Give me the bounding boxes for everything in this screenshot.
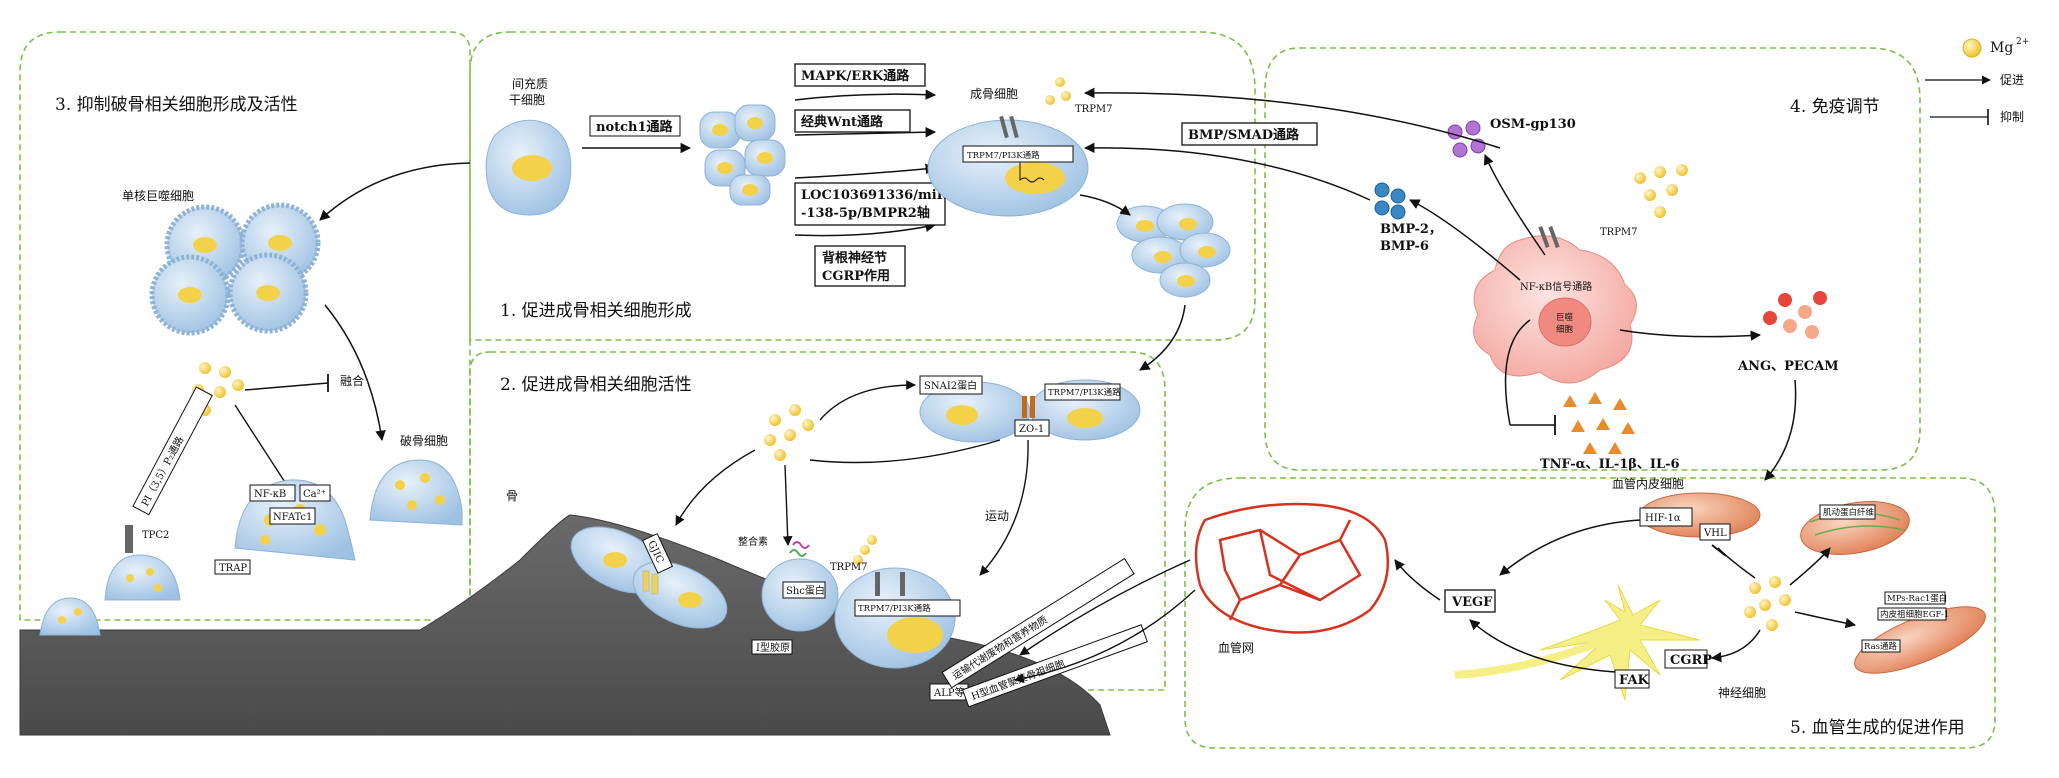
hif-label: HIF-1α [1645, 513, 1681, 524]
monocyte-cluster [149, 202, 321, 336]
notch-label: notch1通路 [596, 119, 674, 135]
rac-label-3: Ras通路 [1864, 641, 1898, 652]
fak-label: FAK [1619, 673, 1650, 688]
msc-label-1: 间充质 [512, 76, 548, 91]
legend: Mg 2+ 促进 抑制 [1925, 37, 2029, 125]
wnt-box [794, 109, 911, 133]
panel-4-border [1264, 47, 1921, 471]
endothelial-label: 血管内皮细胞 [1612, 476, 1684, 491]
legend-mg: Mg [1990, 40, 2013, 56]
panel-5-title: 5. 血管生成的促进作用 [1790, 718, 1965, 738]
nfkb-path-label: NF-κB信号通路 [1520, 280, 1592, 293]
bmp-path-label: BMP/SMAD通路 [1188, 127, 1300, 143]
loc-box [794, 182, 946, 226]
trap-label: TRAP [219, 563, 247, 574]
osm-cluster [1447, 120, 1486, 158]
trpm7-label-2: TRPM7 [830, 562, 868, 573]
drg-label-1: 背根神经节 [822, 250, 887, 266]
ca-label: Ca²⁺ [303, 489, 326, 500]
vessel-net-label: 血管网 [1218, 640, 1254, 655]
bone-label: 骨 [506, 489, 518, 503]
panel-2-title: 2. 促进成骨相关细胞活性 [500, 375, 692, 395]
rac-label-2: 内皮祖细胞EGF-1 [1880, 609, 1949, 620]
osteoclast-right [369, 459, 463, 526]
nucleus [512, 155, 552, 181]
rac-label-1: MPs-Rac1蛋白 [1887, 593, 1947, 604]
tpc2-channel [125, 525, 133, 553]
panel-3-title: 3. 抑制破骨相关细胞形成及活性 [55, 95, 298, 115]
nfkb-label: NF-κB [254, 489, 286, 500]
mapk-label: MAPK/ERK通路 [801, 68, 910, 84]
loc-label-2: -138-5p/BMPR2轴 [801, 205, 930, 221]
legend-mg-sup: 2+ [2016, 37, 2029, 47]
osteoblast-cell: TRPM7/PI3K通路 [927, 77, 1089, 217]
zo-pathway-label: TRPM7/PI3K通路 [1048, 387, 1121, 398]
trpm7-big-cell: TRPM7/PI3K通路 [834, 535, 961, 669]
osm-label: OSM-gp130 [1490, 117, 1576, 132]
osteoblast-pathway: TRPM7/PI3K通路 [967, 150, 1040, 161]
integrin-label: 整合素 [738, 535, 768, 548]
bmp-label-2: BMP-6 [1380, 239, 1429, 254]
msc-label-2: 干细胞 [509, 93, 545, 107]
mg-cluster-5 [1744, 576, 1791, 631]
cgrp-label: CGRP [1670, 653, 1712, 668]
ang-cluster [1763, 291, 1827, 339]
alp-label: ALP等 [933, 686, 965, 699]
bmp-cluster [1374, 182, 1406, 220]
panel-4-title: 4. 免疫调节 [1790, 97, 1880, 117]
zo1-label: ZO-1 [1019, 424, 1044, 435]
gjic-cells [570, 526, 728, 629]
osteoclast-label: 破骨细胞 [400, 433, 448, 448]
ang-label: ANG、PECAM [1737, 359, 1839, 374]
panel-5-border [1184, 477, 1996, 749]
tpc2-label: TPC2 [142, 530, 169, 541]
vhl-label: VHL [1703, 528, 1727, 539]
pathway-arrows [794, 89, 937, 237]
exercise-label: 运动 [985, 509, 1009, 523]
trpm7-label-1: TRPM7 [1075, 104, 1113, 115]
macro-label-2: 细胞 [1556, 324, 1574, 335]
panel-3-border [19, 31, 471, 621]
drg-box [814, 245, 906, 287]
big-pathway-label: TRPM7/PI3K通路 [858, 603, 931, 614]
panel-1-title: 1. 促进成骨相关细胞形成 [500, 301, 692, 321]
panel-1-border [469, 31, 1256, 341]
loc-label-1: LOC103691336/miR [801, 188, 948, 203]
mg-cluster-4 [1634, 164, 1688, 218]
trpm7-label-3: TRPM7 [1600, 227, 1638, 238]
legend-promote: 促进 [2000, 73, 2024, 87]
myo-label: 肌动蛋白纤维 [1823, 507, 1875, 518]
wnt-label: 经典Wnt通路 [801, 114, 884, 130]
cytokine-label: TNF-α、IL-1β、IL-6 [1540, 457, 1680, 472]
collagen-label: I型胶原 [756, 641, 790, 654]
fusion-label: 融合 [340, 373, 364, 388]
drg-label-2: CGRP作用 [822, 268, 890, 284]
cytokine-triangles [1563, 392, 1635, 454]
myo-cell [1800, 501, 1910, 555]
macrophage-cell [1473, 225, 1637, 384]
mg-ion-icon [1962, 38, 1982, 58]
neuron-cell [1454, 584, 1701, 701]
pi-path-label: PI（3,5）P₂通路 [138, 434, 186, 508]
mg-cluster-2 [764, 404, 814, 461]
bmp-label-1: BMP-2， [1380, 222, 1442, 237]
monocyte-label: 单核巨噬细胞 [122, 188, 194, 203]
shc-label: Shc蛋白 [786, 584, 825, 597]
osteoblast-label: 成骨细胞 [970, 87, 1018, 101]
bone-surface [19, 514, 1111, 736]
legend-inhibit: 抑制 [2000, 109, 2024, 124]
nerve-label: 神经细胞 [1718, 686, 1766, 700]
macro-label-1: 巨噬 [1556, 312, 1574, 323]
snai2-label: SNAI2蛋白 [924, 379, 977, 392]
msc-cell [485, 119, 572, 216]
vegf-label: VEGF [1451, 595, 1493, 610]
notch-box [589, 115, 681, 137]
nfatc1-label: NFATc1 [273, 512, 312, 523]
mapk-box [794, 63, 926, 87]
vessel-network [1194, 502, 1390, 634]
panel-2-border [469, 351, 1166, 691]
